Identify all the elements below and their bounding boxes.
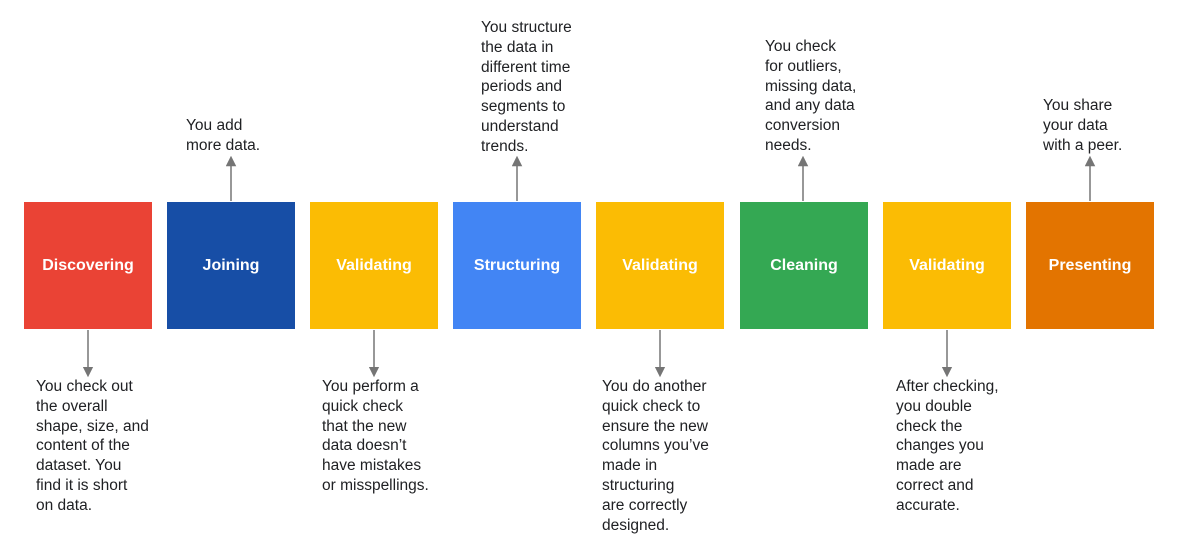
step-label-cleaning: Cleaning: [770, 256, 838, 274]
note-joining: You add more data.: [186, 117, 261, 154]
note-validating-1: You perform a quick check that the new d…: [322, 378, 429, 494]
note-discovering: You check out the overall shape, size, a…: [36, 378, 149, 514]
step-validating-3: Validating: [883, 202, 1011, 329]
step-discovering: Discovering: [24, 202, 152, 329]
step-label-validating-1: Validating: [336, 256, 412, 274]
step-label-validating-3: Validating: [909, 256, 985, 274]
step-label-validating-2: Validating: [622, 256, 698, 274]
note-presenting: You share your data with a peer.: [1043, 97, 1123, 154]
step-label-structuring: Structuring: [473, 256, 561, 274]
note-validating-2: You do another quick check to ensure the…: [602, 378, 709, 534]
step-cleaning: Cleaning: [740, 202, 868, 329]
step-validating-2: Validating: [596, 202, 724, 329]
step-validating-1: Validating: [310, 202, 438, 329]
step-label-joining: Joining: [202, 256, 260, 274]
step-label-presenting: Presenting: [1048, 256, 1132, 274]
step-presenting: Presenting: [1026, 202, 1154, 329]
step-joining: Joining: [167, 202, 295, 329]
note-validating-3: After checking, you double check the cha…: [896, 378, 999, 514]
step-label-discovering: Discovering: [42, 256, 134, 274]
step-structuring: Structuring: [453, 202, 581, 329]
note-structuring: You structure the data in different time…: [481, 19, 572, 155]
note-cleaning: You check for outliers, missing data, an…: [765, 38, 857, 154]
